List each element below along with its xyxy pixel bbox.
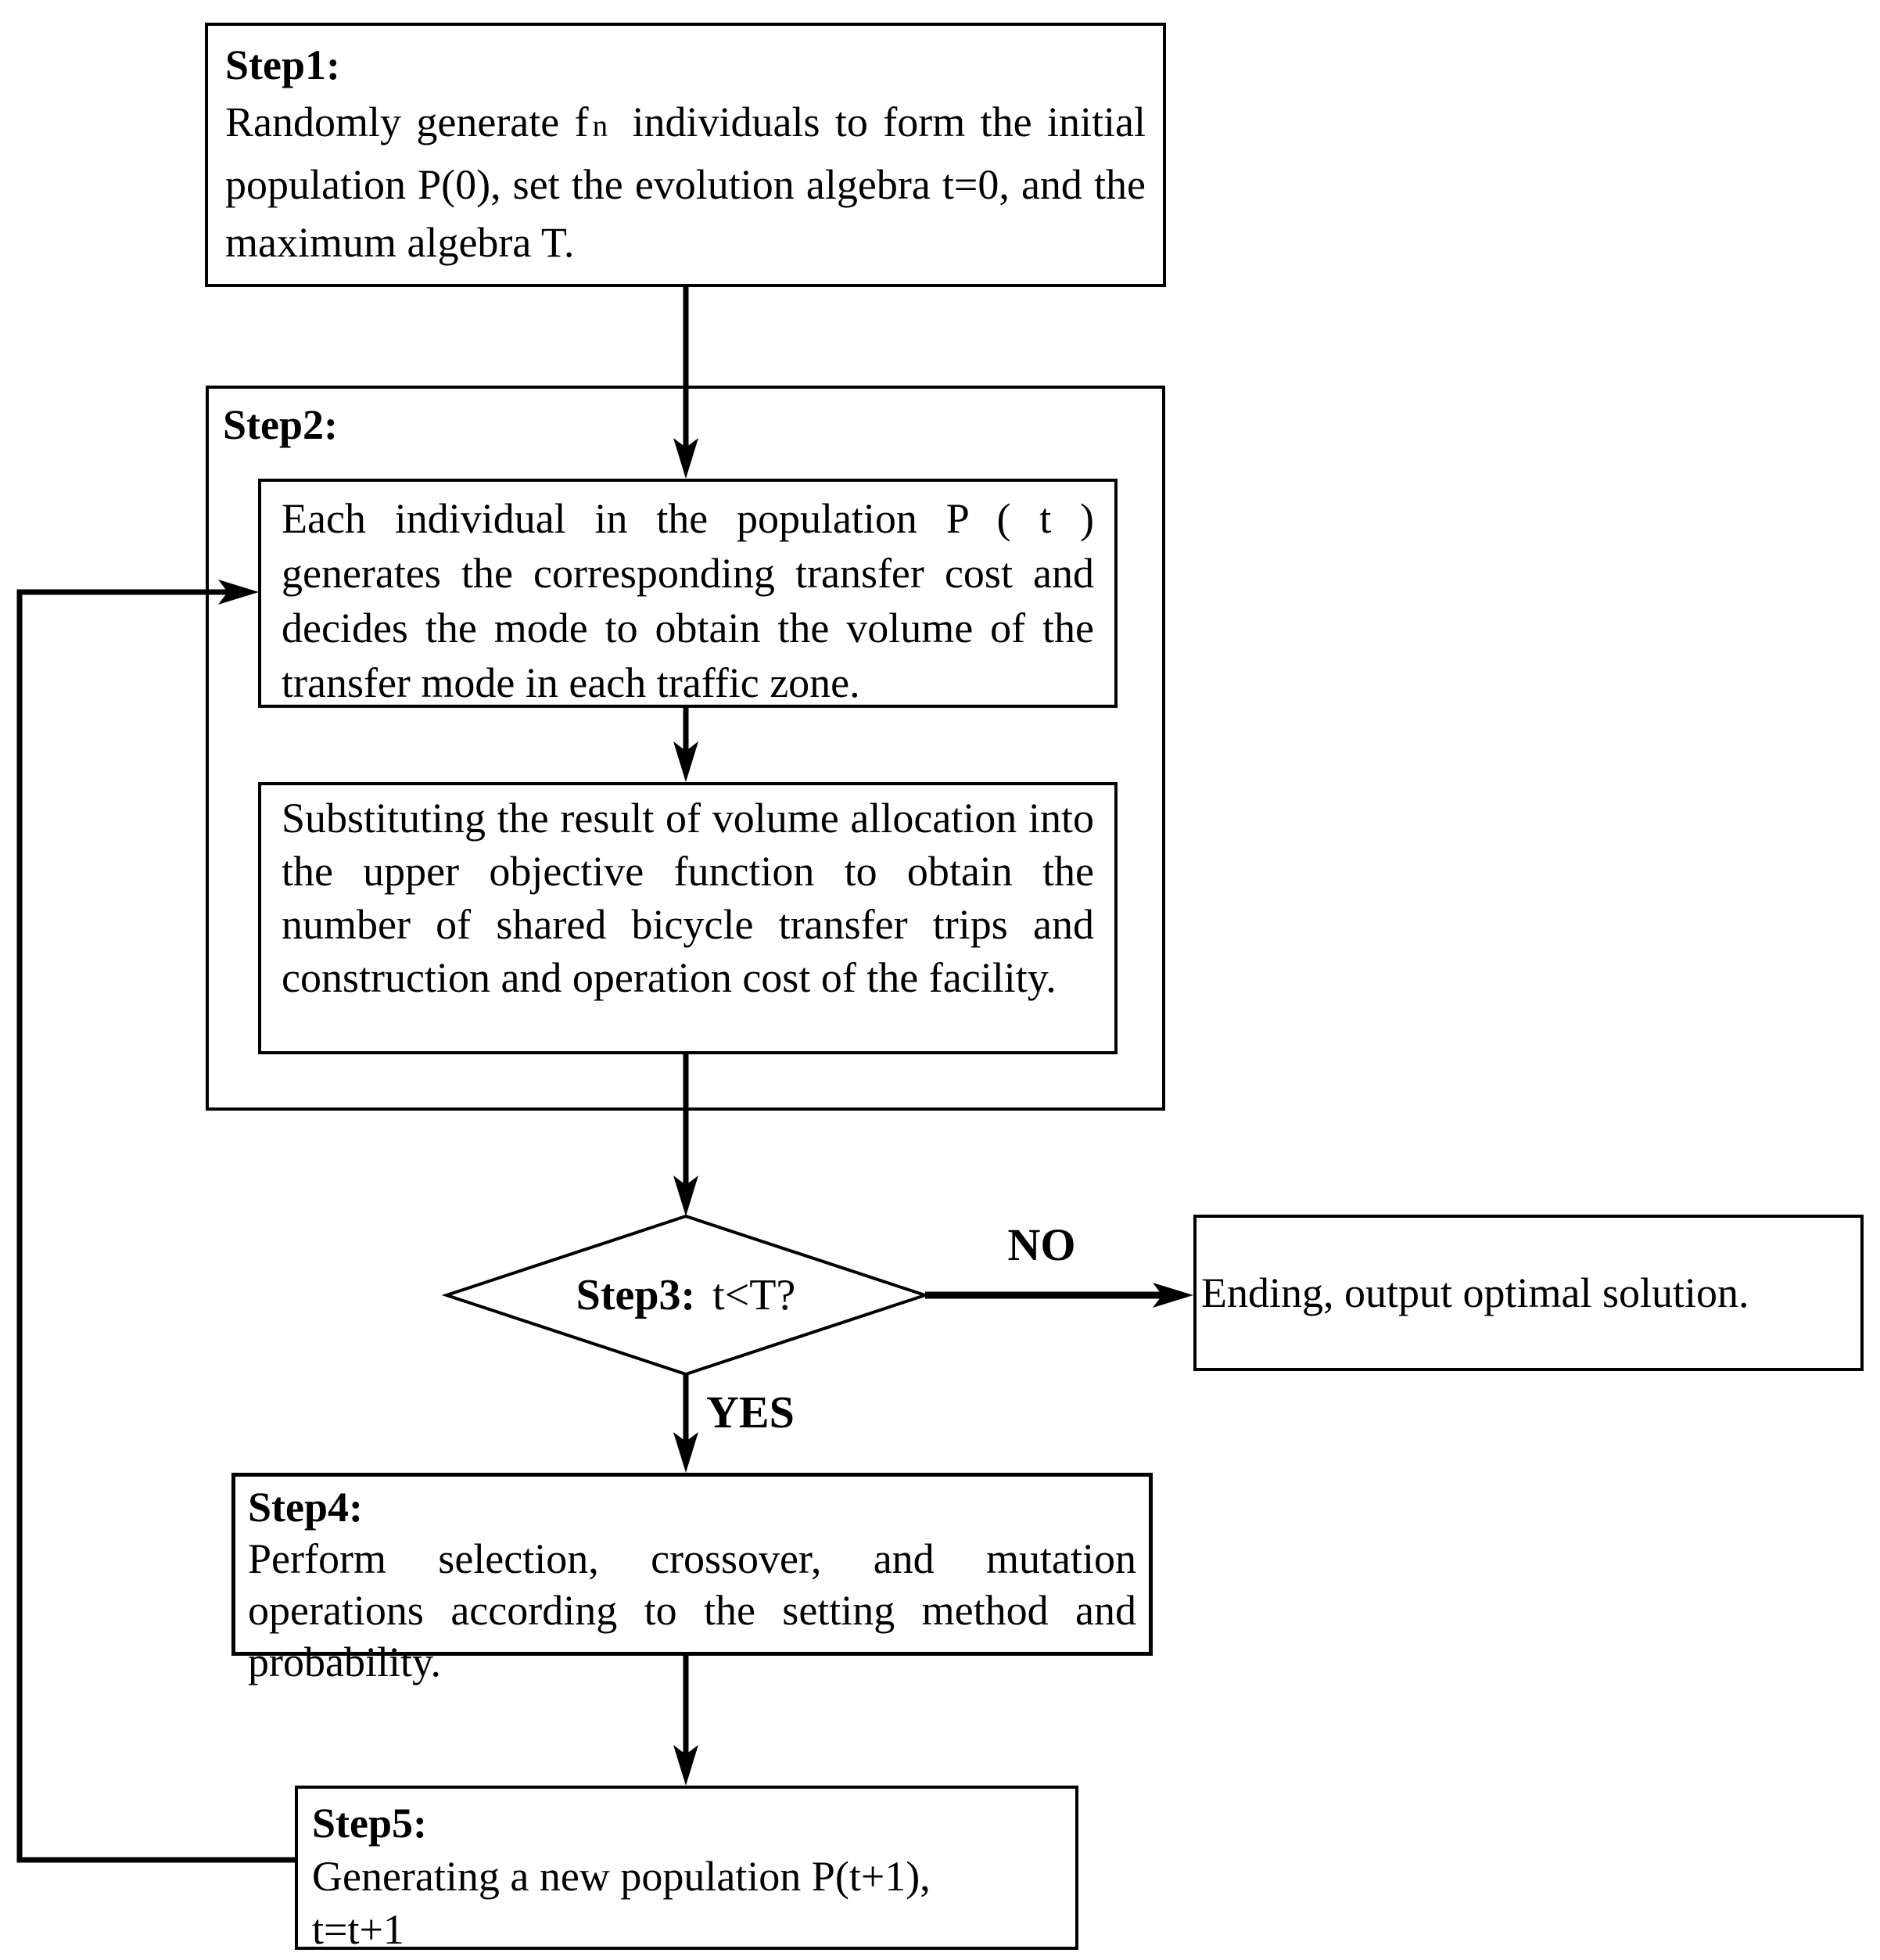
yes-branch-label: YES	[706, 1387, 795, 1438]
feedback-loop-head	[218, 580, 259, 605]
arrow-step4-to-step5-head	[673, 1745, 698, 1786]
end-box-text: Ending, output optimal solution.	[1201, 1269, 1749, 1316]
arrow-yes-head	[673, 1432, 698, 1473]
step1-body-post: individuals to form the initial populati…	[225, 99, 1146, 266]
step2-inner-box1-text: Each individual in the population P ( t …	[282, 495, 1094, 706]
step3-decision-label: Step3: t<T?	[447, 1255, 925, 1336]
arrow-inner1-to-inner2-head	[673, 741, 698, 782]
step2-box: Step2:	[206, 386, 1165, 1111]
feedback-loop-line	[16, 589, 295, 1863]
step4-body: Perform selection, crossover, and mutati…	[248, 1535, 1136, 1685]
step2-inner-box2-text: Substituting the result of volume alloca…	[282, 795, 1094, 1001]
step1-title: Step1:	[225, 41, 340, 88]
step3-condition: t<T?	[712, 1271, 796, 1319]
arrow-step2-to-step3-head	[673, 1176, 698, 1216]
step2-inner-box2: Substituting the result of volume alloca…	[258, 782, 1118, 1054]
end-box: Ending, output optimal solution.	[1193, 1215, 1864, 1371]
step2-inner-box1: Each individual in the population P ( t …	[258, 479, 1118, 708]
step5-box: Step5: Generating a new population P(t+1…	[295, 1786, 1078, 1953]
step5-body-line1: Generating a new population P(t+1),	[312, 1853, 931, 1900]
step4-box: Step4: Perform selection, crossover, and…	[231, 1473, 1153, 1685]
step2-title: Step2:	[223, 401, 338, 448]
no-branch-label: NO	[1007, 1219, 1076, 1270]
step4-title: Step4:	[248, 1484, 363, 1531]
step5-body-line2: t=t+1	[312, 1906, 404, 1953]
step1-subscript-n: n	[592, 109, 608, 143]
arrow-step1-to-step2-head	[673, 438, 698, 479]
arrow-no-head	[1153, 1283, 1193, 1308]
step3-title: Step3:	[576, 1271, 696, 1319]
step1-body-pre: Randomly generate f	[225, 99, 589, 145]
step5-title: Step5:	[312, 1800, 427, 1847]
